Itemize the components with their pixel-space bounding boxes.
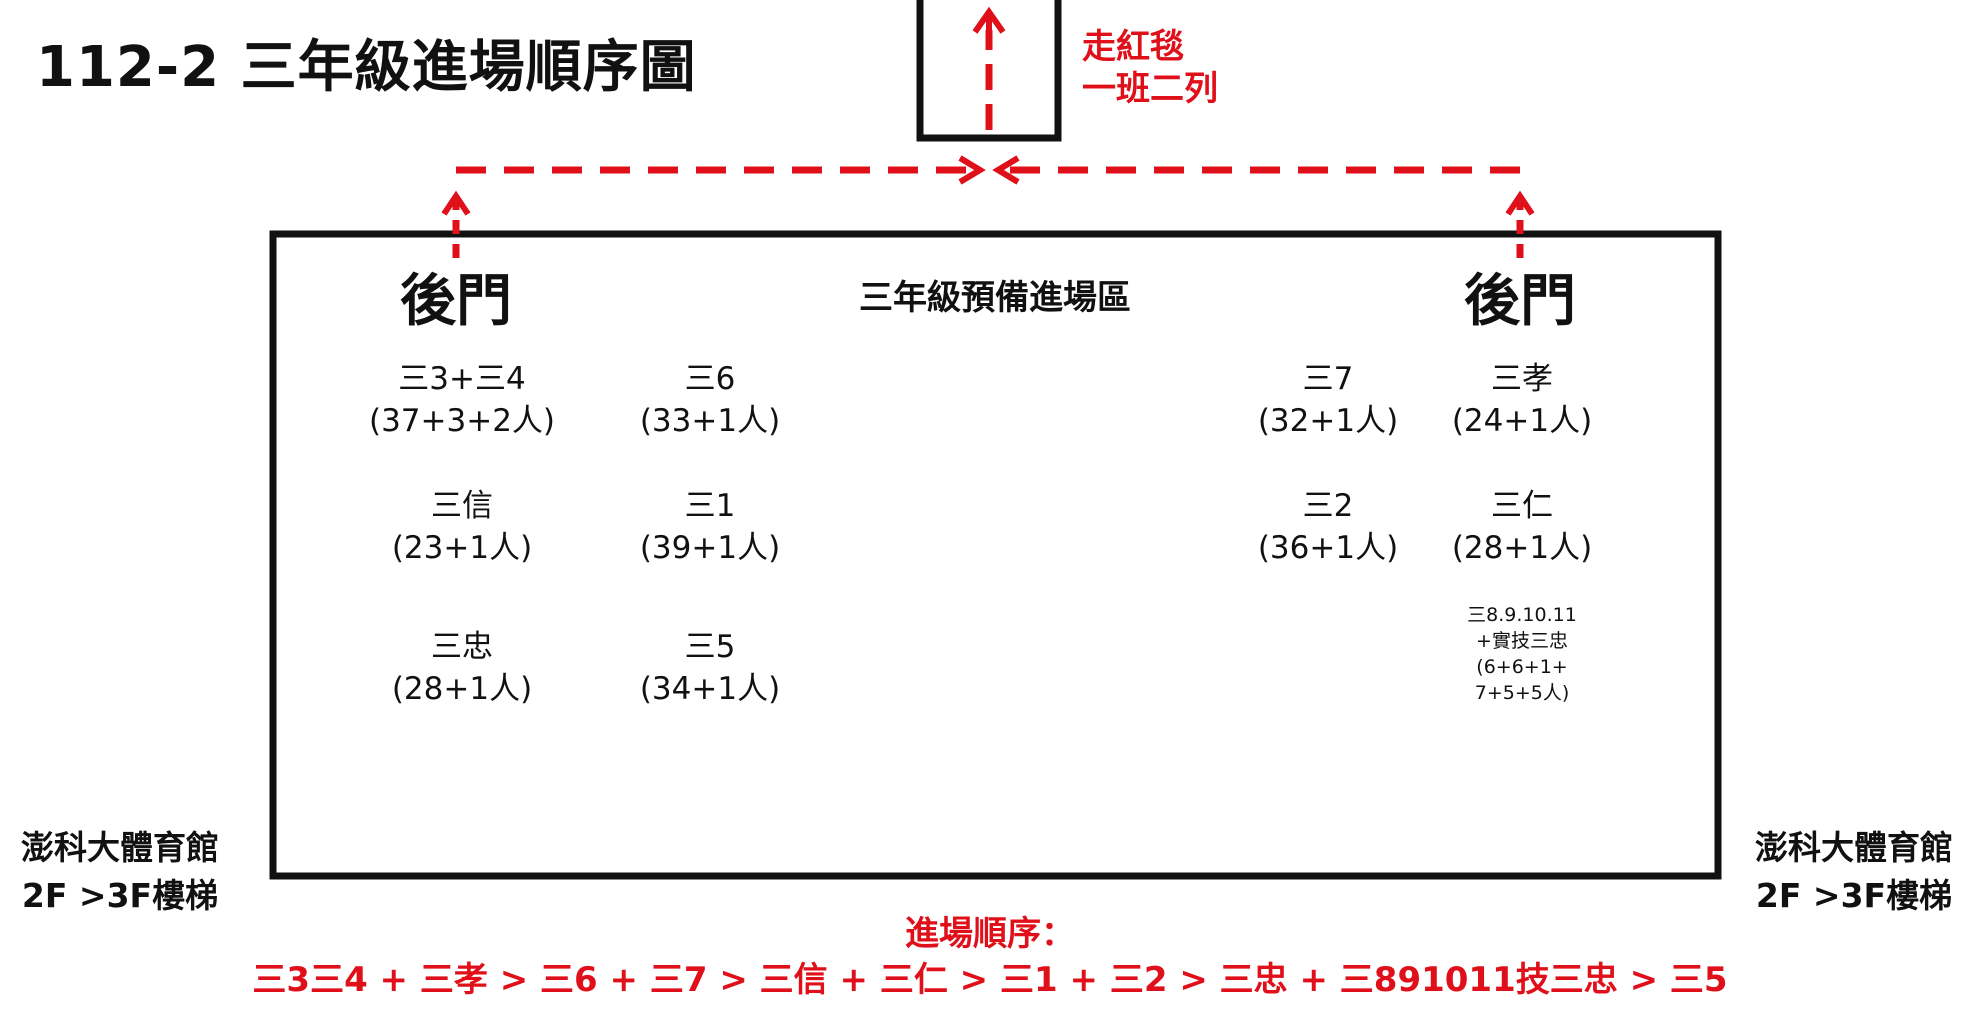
preparation-zone-title: 三年級預備進場區 [859, 278, 1131, 318]
left-stairs-label: 澎科大體育館 2F >3F樓梯 [0, 824, 240, 920]
combined-line-1: 三8.9.10.11 [1467, 604, 1577, 626]
class-name: 三5 [684, 629, 736, 665]
combined-line-3: (6+6+1+ [1476, 656, 1568, 678]
class-block: 三孝 (24+1人) [1412, 358, 1632, 442]
class-name: 三孝 [1491, 361, 1553, 397]
entry-order-sequence: 三3三4 + 三孝 > 三6 + 三7 > 三信 + 三仁 > 三1 + 三2 … [252, 960, 1728, 1000]
up-arrow-icon [441, 190, 471, 216]
class-count: (28+1人) [391, 671, 533, 707]
combined-line-2: +實技三忠 [1476, 630, 1568, 652]
class-name: 三仁 [1491, 488, 1553, 524]
class-block: 三仁 (28+1人) [1412, 485, 1632, 569]
red-carpet-entrance-box [916, 0, 1062, 142]
class-name: 三3+三4 [398, 361, 526, 397]
class-count: (39+1人) [639, 530, 781, 566]
class-block: 三3+三4 (37+3+2人) [352, 358, 572, 442]
left-back-door-label: 後門 [400, 269, 512, 334]
class-block: 三1 (39+1人) [600, 485, 820, 569]
right-arrow-icon [958, 155, 986, 185]
class-count: (32+1人) [1257, 403, 1399, 439]
class-count: (28+1人) [1451, 530, 1593, 566]
class-name: 三2 [1302, 488, 1354, 524]
class-count: (24+1人) [1451, 403, 1593, 439]
class-block: 三6 (33+1人) [600, 358, 820, 442]
up-arrow-icon [1505, 190, 1535, 216]
preparation-zone-box [269, 230, 1722, 880]
class-block: 三7 (32+1人) [1218, 358, 1438, 442]
class-name: 三忠 [431, 629, 493, 665]
combined-class-block: 三8.9.10.11 +實技三忠 (6+6+1+ 7+5+5人) [1422, 602, 1622, 706]
page-title: 112-2 三年級進場順序圖 [36, 35, 697, 100]
class-name: 三1 [684, 488, 736, 524]
class-count: (36+1人) [1257, 530, 1399, 566]
class-count: (23+1人) [391, 530, 533, 566]
class-block: 三5 (34+1人) [600, 626, 820, 710]
class-block: 三忠 (28+1人) [352, 626, 572, 710]
class-name: 三7 [1302, 361, 1354, 397]
class-count: (37+3+2人) [368, 403, 556, 439]
red-carpet-line-1: 走紅毯 [1082, 27, 1184, 67]
red-carpet-label: 走紅毯 一班二列 [1082, 26, 1218, 110]
class-name: 三6 [684, 361, 736, 397]
class-block: 三信 (23+1人) [352, 485, 572, 569]
left-stairs-line-2: 2F >3F樓梯 [21, 876, 219, 915]
class-count: (34+1人) [639, 671, 781, 707]
entry-order-label: 進場順序： [905, 914, 1075, 954]
left-stairs-line-1: 澎科大體育館 [21, 828, 219, 867]
class-name: 三信 [431, 488, 493, 524]
right-stairs-line-2: 2F >3F樓梯 [1755, 876, 1953, 915]
combined-line-4: 7+5+5人) [1474, 682, 1570, 704]
right-stairs-line-1: 澎科大體育館 [1755, 828, 1953, 867]
right-back-door-label: 後門 [1464, 269, 1576, 334]
red-carpet-line-2: 一班二列 [1082, 69, 1218, 109]
class-count: (33+1人) [639, 403, 781, 439]
class-block: 三2 (36+1人) [1218, 485, 1438, 569]
right-stairs-label: 澎科大體育館 2F >3F樓梯 [1734, 824, 1974, 920]
left-arrow-icon [992, 155, 1020, 185]
